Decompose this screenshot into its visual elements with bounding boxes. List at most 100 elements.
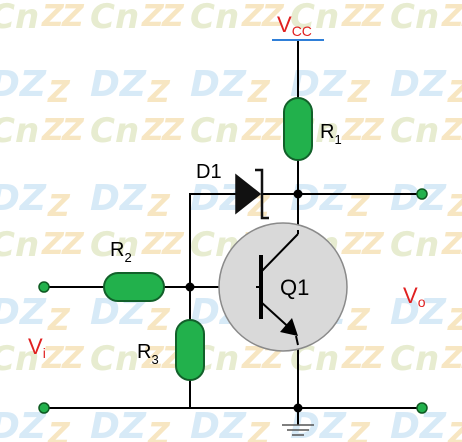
watermark-cn: Cn bbox=[390, 0, 439, 37]
junction-ground bbox=[293, 403, 303, 413]
watermark-z: Z bbox=[447, 189, 462, 224]
watermark-z: Z bbox=[41, 113, 65, 148]
watermark-z: Z bbox=[41, 0, 65, 34]
d1-label: D1 bbox=[196, 161, 222, 183]
watermark-z: Z bbox=[147, 417, 171, 442]
r3-label: R3 bbox=[137, 341, 159, 367]
watermark-z: Z bbox=[441, 341, 462, 376]
watermark-z: Z bbox=[361, 227, 385, 262]
vcc-label: VCC bbox=[277, 12, 312, 39]
diode-anode-wire bbox=[189, 193, 236, 287]
resistor-r2 bbox=[103, 272, 165, 302]
watermark-z: Z bbox=[141, 0, 165, 34]
watermark-dz: DZ bbox=[0, 64, 47, 105]
transistor-q1-icon bbox=[218, 222, 348, 352]
watermark-z: Z bbox=[261, 113, 285, 148]
watermark-cn: Cn bbox=[0, 225, 39, 265]
resistor-r1 bbox=[283, 97, 313, 161]
watermark-z: Z bbox=[47, 417, 71, 442]
watermark-dz: DZ bbox=[90, 406, 147, 442]
watermark-z: Z bbox=[61, 113, 85, 148]
watermark-z: Z bbox=[341, 227, 365, 262]
watermark-dz: DZ bbox=[90, 64, 147, 105]
watermark-z: Z bbox=[447, 417, 462, 442]
watermark-cn: Cn bbox=[290, 0, 339, 37]
watermark-cn: Cn bbox=[390, 111, 439, 151]
watermark-z: Z bbox=[141, 113, 165, 148]
watermark-dz: DZ bbox=[390, 292, 447, 333]
watermark-cn: Cn bbox=[390, 339, 439, 379]
watermark-z: Z bbox=[441, 227, 462, 262]
junction-base bbox=[185, 282, 195, 292]
watermark-z: Z bbox=[241, 113, 265, 148]
watermark-dz: DZ bbox=[0, 178, 47, 219]
vi-label: Vi bbox=[28, 334, 46, 361]
watermark-dz: DZ bbox=[90, 178, 147, 219]
watermark-z: Z bbox=[347, 75, 371, 110]
watermark-z: Z bbox=[447, 303, 462, 338]
watermark-cn: Cn bbox=[390, 225, 439, 265]
watermark-z: Z bbox=[241, 0, 265, 34]
watermark-z: Z bbox=[361, 341, 385, 376]
watermark-cn: Cn bbox=[0, 111, 39, 151]
watermark-z: Z bbox=[341, 0, 365, 34]
watermark-cn: Cn bbox=[90, 111, 139, 151]
watermark-z: Z bbox=[41, 341, 65, 376]
r1-label: R1 bbox=[320, 121, 342, 147]
watermark-z: Z bbox=[161, 227, 185, 262]
watermark-z: Z bbox=[261, 0, 285, 34]
watermark-z: Z bbox=[247, 75, 271, 110]
watermark-z: Z bbox=[47, 189, 71, 224]
watermark-z: Z bbox=[47, 75, 71, 110]
watermark-z: Z bbox=[147, 75, 171, 110]
watermark-dz: DZ bbox=[190, 64, 247, 105]
wires bbox=[44, 40, 422, 425]
watermark-cn: Cn bbox=[190, 111, 239, 151]
watermark-dz: DZ bbox=[0, 292, 47, 333]
diode-d1-icon bbox=[235, 168, 269, 220]
watermark-z: Z bbox=[61, 341, 85, 376]
r2-label: R2 bbox=[110, 239, 132, 265]
resistor-r3 bbox=[175, 319, 205, 381]
watermark-z: Z bbox=[41, 227, 65, 262]
watermark-cn: Cn bbox=[90, 225, 139, 265]
terminal-vo-bottom bbox=[416, 402, 428, 414]
watermark-z: Z bbox=[441, 0, 462, 34]
watermark-dz: DZ bbox=[390, 64, 447, 105]
watermark-z: Z bbox=[141, 227, 165, 262]
watermark-z: Z bbox=[361, 0, 385, 34]
watermark-dz: DZ bbox=[190, 406, 247, 442]
watermark-z: Z bbox=[361, 113, 385, 148]
terminal-vi-top bbox=[38, 281, 50, 293]
watermark-cn: Cn bbox=[90, 0, 139, 37]
watermark-z: Z bbox=[147, 189, 171, 224]
watermark-dz: DZ bbox=[290, 178, 347, 219]
watermark-cn: Cn bbox=[0, 339, 39, 379]
watermark-z: Z bbox=[47, 303, 71, 338]
junction-collector bbox=[293, 189, 303, 199]
watermark-z: Z bbox=[347, 417, 371, 442]
watermark-cn: Cn bbox=[0, 0, 39, 37]
watermark-z: Z bbox=[61, 0, 85, 34]
watermark-cn: Cn bbox=[90, 339, 139, 379]
watermark-z: Z bbox=[161, 113, 185, 148]
watermark-z: Z bbox=[147, 303, 171, 338]
watermark-cn: Cn bbox=[190, 0, 239, 37]
watermark-z: Z bbox=[347, 303, 371, 338]
vo-label: Vo bbox=[403, 283, 426, 310]
watermark-z: Z bbox=[61, 227, 85, 262]
terminal-vo-top bbox=[416, 188, 428, 200]
watermark-z: Z bbox=[341, 113, 365, 148]
watermark-dz: DZ bbox=[0, 406, 47, 442]
watermark-z: Z bbox=[247, 417, 271, 442]
watermark-z: Z bbox=[161, 0, 185, 34]
watermark-z: Z bbox=[447, 75, 462, 110]
terminal-vi-bottom bbox=[38, 402, 50, 414]
ground-icon bbox=[282, 424, 314, 436]
watermark-z: Z bbox=[441, 113, 462, 148]
watermark-z: Z bbox=[341, 341, 365, 376]
q1-label: Q1 bbox=[280, 275, 309, 300]
